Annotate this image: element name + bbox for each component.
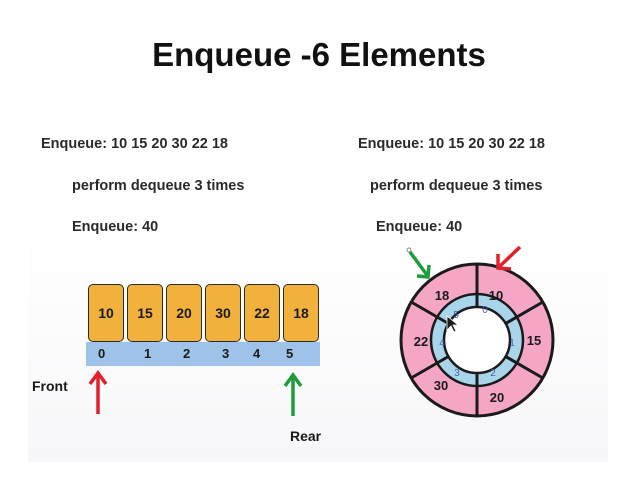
front-arrow-icon	[88, 370, 108, 414]
page-title: Enqueue -6 Elements	[152, 36, 486, 73]
rear-arrow-icon	[283, 372, 303, 416]
left-enqueue-line: Enqueue: 10 15 20 30 22 18	[41, 136, 228, 152]
ring-value: 20	[490, 390, 504, 405]
circular-rear-arrow-icon	[406, 247, 431, 279]
queue-cell: 22	[244, 284, 280, 342]
queue-cell: 10	[88, 284, 124, 342]
queue-index: 4	[253, 346, 261, 361]
ring-value: 15	[527, 333, 541, 348]
ring-value: 10	[489, 288, 503, 303]
queue-cell: 18	[283, 284, 319, 342]
rear-label: Rear	[290, 428, 322, 444]
ring-index: 4	[439, 338, 445, 349]
ring-index: 0	[482, 305, 488, 316]
ring-index: 1	[509, 338, 515, 349]
queue-index: 1	[144, 346, 152, 361]
ring-value: 22	[414, 334, 428, 349]
queue-index: 3	[222, 346, 230, 361]
right-enqueue-line: Enqueue: 10 15 20 30 22 18	[358, 136, 545, 152]
queue-cell: 15	[127, 284, 163, 342]
left-enqueue-40-line: Enqueue: 40	[72, 219, 159, 235]
ring-value: 18	[435, 288, 449, 303]
ring-index: 5	[453, 310, 459, 321]
queue-cell: 30	[205, 284, 241, 342]
queue-cell: 20	[166, 284, 202, 342]
circular-queue: 10 15 20 30 22 18 0 1 2 3 4 5	[399, 262, 555, 418]
queue-index: 5	[286, 346, 294, 361]
front-label: Front	[32, 378, 68, 394]
queue-index: 0	[98, 346, 106, 361]
ring-index: 3	[454, 368, 460, 379]
ring-index: 2	[490, 368, 496, 379]
right-dequeue-line: perform dequeue 3 times	[370, 178, 543, 194]
right-enqueue-40-line: Enqueue: 40	[376, 219, 463, 235]
index-bar: 0 1 2 3 4 5	[86, 342, 320, 366]
ring-value: 30	[434, 378, 448, 393]
queue-index: 2	[183, 346, 191, 361]
circular-front-arrow-icon	[496, 245, 522, 271]
cursor-icon	[446, 315, 460, 333]
left-dequeue-line: perform dequeue 3 times	[72, 178, 245, 194]
